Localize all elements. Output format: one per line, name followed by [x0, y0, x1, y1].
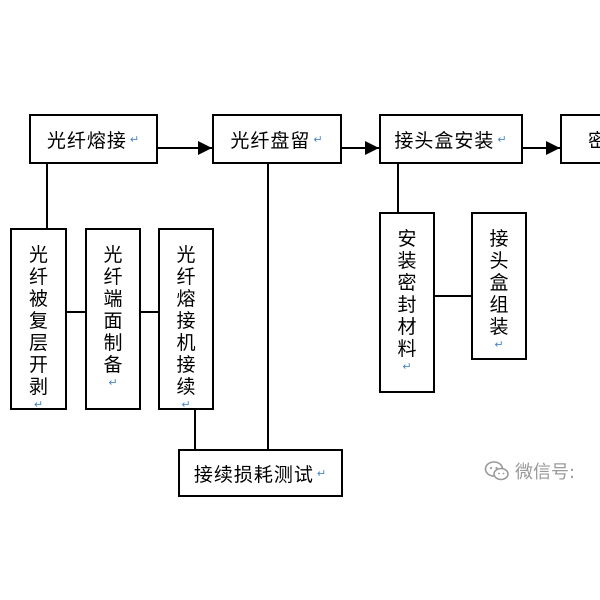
step-fusion-splicing: 光纤熔接↵ — [29, 114, 158, 164]
step-closure-installation: 接头盒安装↵ — [379, 114, 523, 164]
paragraph-mark: ↵ — [316, 466, 328, 480]
substep-label: 接头盒组装 — [489, 228, 509, 338]
substep-install-sealing-material: 安装密封材料↵ — [379, 212, 435, 393]
paragraph-mark: ↵ — [402, 360, 412, 373]
substep-coating-stripping: 光纤被复层开剥↵ — [10, 228, 67, 410]
paragraph-mark: ↵ — [181, 398, 191, 411]
paragraph-mark: ↵ — [129, 132, 141, 146]
wechat-icon — [484, 461, 509, 481]
substep-label: 光纤端面制备 — [103, 244, 123, 376]
step-label: 光纤盘留 — [230, 129, 311, 152]
step-label: 密 — [588, 126, 600, 153]
substep-label: 光纤被复层开剥 — [28, 244, 48, 398]
step-splice-loss-test: 接续损耗测试↵ — [178, 449, 343, 497]
substep-label: 安装密封材料 — [397, 228, 417, 360]
step-label: 接头盒安装 — [394, 129, 495, 152]
substep-label: 光纤熔接机接续 — [176, 244, 196, 398]
watermark-text: 微信号: — [515, 462, 576, 483]
substep-splicer-jointing: 光纤熔接机接续↵ — [158, 228, 214, 410]
step-fiber-coiling: 光纤盘留↵ — [212, 114, 342, 164]
step-label: 光纤熔接 — [46, 129, 127, 152]
step-label: 接续损耗测试 — [193, 463, 314, 486]
paragraph-mark: ↵ — [33, 398, 44, 411]
step-sealing: 密 — [560, 114, 600, 164]
paragraph-mark: ↵ — [497, 132, 508, 146]
substep-endface-preparation: 光纤端面制备↵ — [85, 228, 141, 410]
paragraph-mark: ↵ — [108, 376, 118, 389]
substep-closure-assembly: 接头盒组装↵ — [471, 212, 527, 360]
paragraph-mark: ↵ — [494, 338, 504, 351]
watermark: 微信号: — [484, 458, 575, 484]
paragraph-mark: ↵ — [313, 132, 324, 146]
